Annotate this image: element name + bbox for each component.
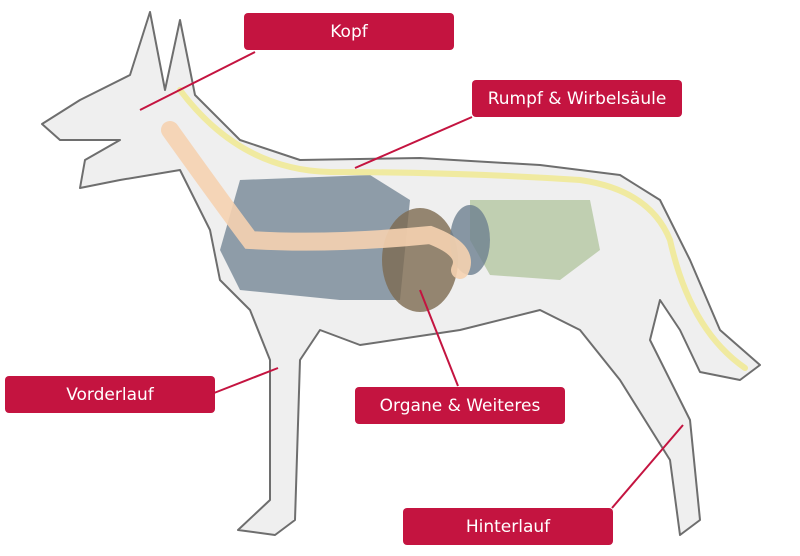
leader-line-trunk bbox=[354, 116, 473, 169]
label-hindleg[interactable]: Hinterlauf bbox=[403, 508, 613, 545]
label-organs[interactable]: Organe & Weiteres bbox=[355, 387, 565, 424]
spinal-cord bbox=[177, 87, 748, 371]
leader-line-organs bbox=[419, 289, 459, 387]
leader-line-foreleg bbox=[213, 367, 279, 394]
leader-line-head bbox=[139, 51, 256, 111]
liver bbox=[382, 208, 458, 312]
leader-line-hindleg bbox=[611, 424, 684, 509]
label-foreleg[interactable]: Vorderlauf bbox=[5, 376, 215, 413]
esophagus bbox=[161, 121, 471, 279]
leader-lines bbox=[139, 51, 684, 509]
label-trunk[interactable]: Rumpf & Wirbelsäule bbox=[472, 80, 682, 117]
label-head[interactable]: Kopf bbox=[244, 13, 454, 50]
intestines bbox=[470, 200, 600, 280]
